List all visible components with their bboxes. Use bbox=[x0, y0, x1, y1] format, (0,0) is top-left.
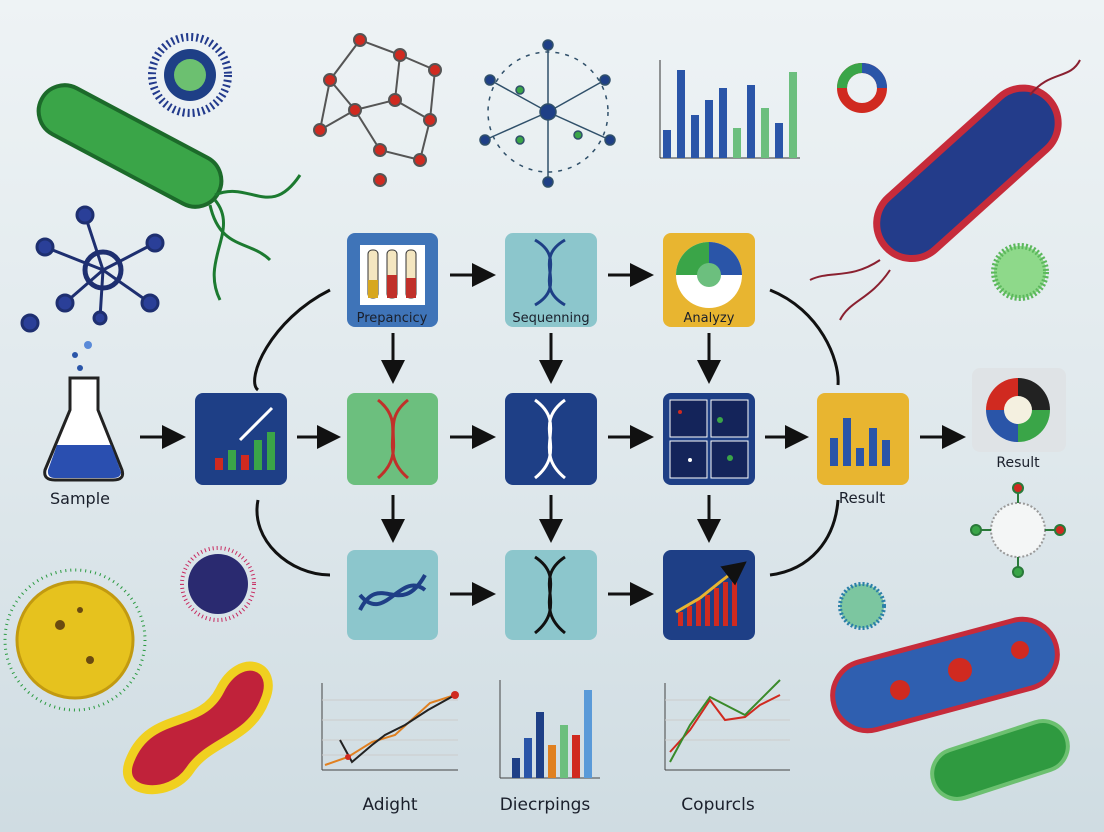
network-graph-icon bbox=[479, 39, 616, 188]
molecule-network-icon bbox=[20, 205, 165, 333]
cell-yellow-icon bbox=[3, 568, 147, 712]
virus-blue-icon bbox=[148, 33, 232, 117]
molecule-red-icon bbox=[313, 33, 442, 187]
cell-green-icon bbox=[838, 582, 886, 630]
dna-tile-navy[interactable] bbox=[505, 393, 597, 485]
result-pie-tile[interactable] bbox=[972, 368, 1066, 452]
bacterium-yellow-icon bbox=[123, 661, 273, 795]
measurement-tile[interactable] bbox=[195, 393, 287, 485]
microarray-tile[interactable] bbox=[663, 393, 755, 485]
analysis-label: Analyzy bbox=[684, 311, 735, 326]
line-chart-right bbox=[664, 679, 790, 771]
dna-icon bbox=[358, 574, 427, 611]
bar-chart-middle bbox=[499, 680, 600, 779]
bacterium-red-icon bbox=[809, 59, 1081, 321]
flask-icon bbox=[43, 341, 125, 482]
dna-tile-green[interactable] bbox=[347, 393, 438, 485]
preparation-tile[interactable]: Prepancicy bbox=[347, 233, 438, 327]
virus-purple-icon bbox=[180, 546, 256, 622]
ring-chart-icon bbox=[837, 63, 887, 113]
virus-green-icon bbox=[991, 243, 1049, 301]
chart-left-label: Adight bbox=[362, 795, 417, 815]
dna-icon bbox=[534, 238, 566, 307]
chart-middle-label: Diecrpings bbox=[500, 795, 591, 815]
bacterium-green2-icon bbox=[930, 719, 1070, 801]
preparation-label: Prepancicy bbox=[357, 311, 428, 326]
chart-right-label: Copurcls bbox=[681, 795, 755, 815]
virus-white-icon bbox=[970, 482, 1066, 578]
bar-chart-top-icon bbox=[659, 60, 800, 159]
analysis-tile[interactable]: Analyzy bbox=[663, 233, 755, 327]
result-center-label: Result bbox=[839, 489, 885, 507]
sequencing-tile[interactable]: Sequenning bbox=[505, 233, 597, 327]
dna-icon bbox=[534, 398, 566, 480]
dna-tile-teal-2[interactable] bbox=[505, 550, 597, 640]
result-bar-tile[interactable] bbox=[817, 393, 909, 485]
dna-icon bbox=[377, 398, 409, 480]
sample-label: Sample bbox=[50, 489, 110, 508]
dna-tile-teal-1[interactable] bbox=[347, 550, 438, 640]
left-arc-connector bbox=[253, 288, 331, 577]
bacterium-green-icon bbox=[36, 83, 302, 301]
dna-icon bbox=[534, 555, 566, 635]
result-right-label: Result bbox=[996, 455, 1040, 471]
line-chart-left bbox=[321, 683, 459, 771]
flow-arrows bbox=[140, 263, 966, 606]
trend-chart-tile[interactable] bbox=[663, 550, 755, 640]
pipette-icon bbox=[238, 406, 274, 442]
right-arc-connector bbox=[769, 288, 840, 577]
sequencing-label: Sequenning bbox=[512, 311, 589, 326]
bacterium-blue-red-icon bbox=[830, 616, 1060, 734]
